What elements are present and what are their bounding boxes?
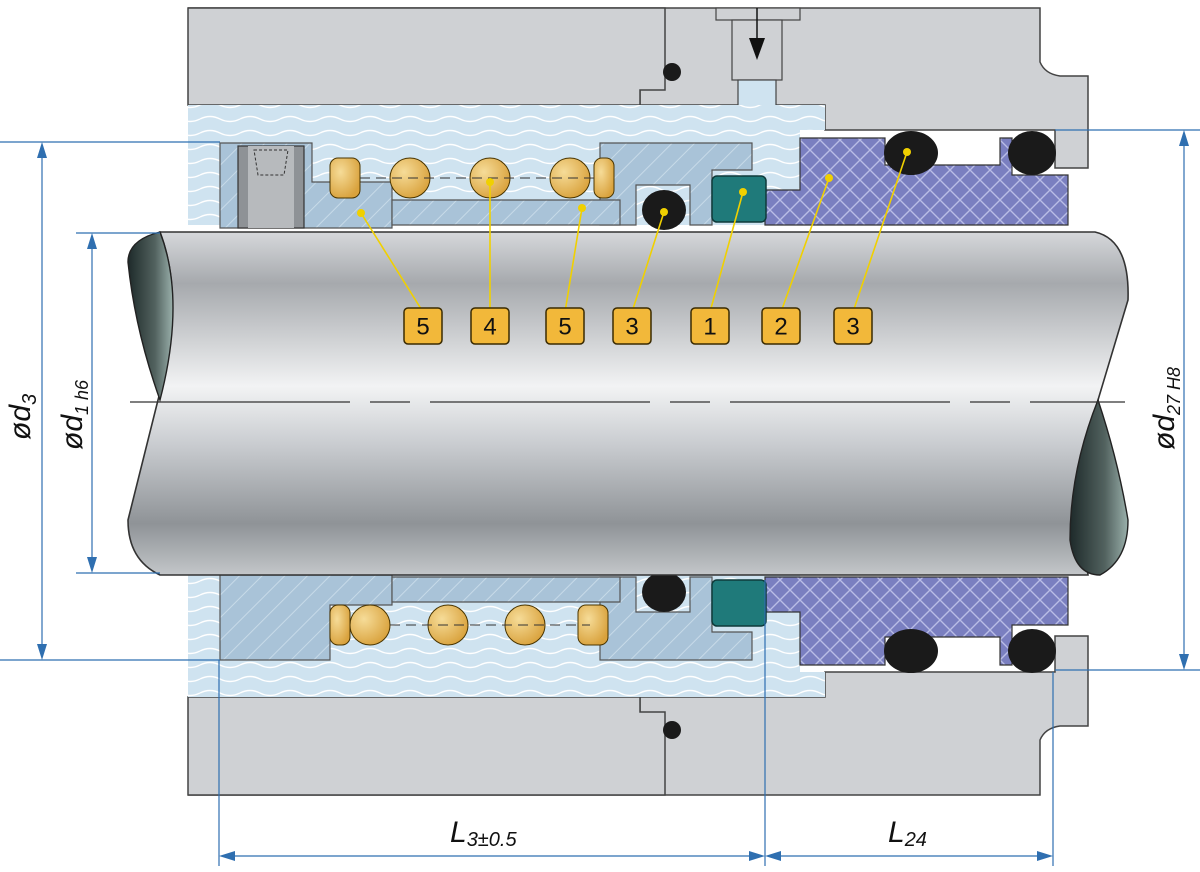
dim-d3-main: ød: [4, 404, 37, 440]
dim-label-d27: ød27 H8: [1148, 367, 1184, 450]
stationary-seat-bottom: [764, 576, 1069, 666]
shaft: [127, 231, 1129, 576]
callout-label: 4: [483, 314, 496, 341]
callout-4: 4: [470, 307, 510, 345]
callout-3-left: 3: [612, 307, 652, 345]
dim-d27-main: ød: [1148, 414, 1181, 450]
dim-d1-main: ød: [56, 414, 89, 450]
retainer-top: [391, 199, 621, 226]
stationary-seat-top: [764, 137, 1069, 226]
dim-label-d3: ød3: [4, 394, 41, 440]
callout-label: 2: [774, 314, 787, 341]
leader-lines: [357, 148, 911, 313]
callout-label: 1: [703, 314, 716, 341]
retainer-bottom: [391, 576, 621, 603]
dim-L3-sub: 3±0.5: [467, 829, 518, 851]
rotary-ring-bottom: [599, 576, 753, 661]
callout-3-right: 3: [833, 307, 873, 345]
springs-top: [329, 157, 615, 199]
dim-L24-sub: 24: [904, 829, 927, 851]
o-rings: [642, 63, 1056, 739]
dim-label-L24: L24: [888, 816, 927, 851]
rotary-ring-top: [599, 142, 753, 226]
springs-bottom: [329, 604, 609, 646]
port-fitting: [715, 7, 801, 21]
shaft-end-left: [127, 231, 174, 403]
callout-2: 2: [761, 307, 801, 345]
dim-L3-main: L: [450, 816, 467, 849]
callout-5-right: 5: [545, 307, 585, 345]
shaft-end-right: [1069, 397, 1129, 576]
dim-label-L3: L3±0.5: [450, 816, 517, 851]
flow-arrow-icon: [749, 38, 765, 60]
dim-label-d1: ød1 h6: [56, 379, 92, 450]
dimension-lines: [0, 129, 1200, 866]
dim-d1-sub: 1 h6: [72, 379, 92, 415]
callout-label: 5: [416, 314, 429, 341]
callout-label: 3: [846, 314, 859, 341]
dim-d27-sub: 27 H8: [1164, 367, 1184, 416]
callout-1: 1: [690, 307, 730, 345]
seal-face-top: [711, 175, 767, 223]
housing-left-block-bottom: [187, 696, 666, 796]
dim-d3-sub: 3: [19, 394, 41, 405]
dim-L24-main: L: [888, 816, 905, 849]
callout-label: 5: [558, 314, 571, 341]
housing-left-block-top: [187, 7, 666, 106]
callout-5-left: 5: [403, 307, 443, 345]
seal-face-bottom: [711, 579, 767, 627]
callout-label: 3: [625, 314, 638, 341]
